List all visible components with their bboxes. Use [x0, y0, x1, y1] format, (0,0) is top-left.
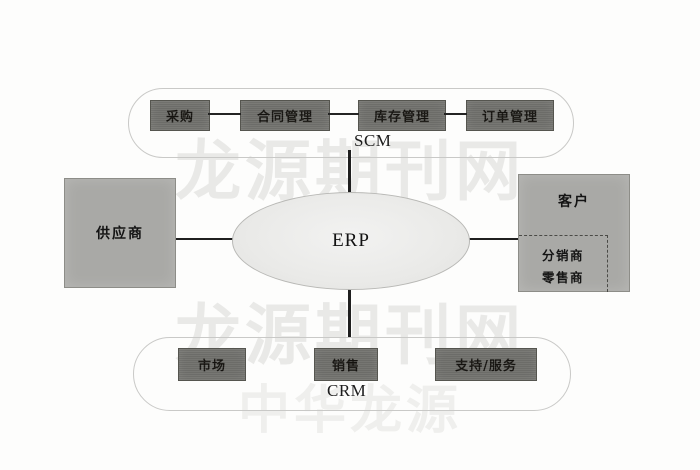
connector-contract-to-inventory: [328, 113, 359, 115]
erp-core-ellipse[interactable]: ERP: [232, 192, 470, 290]
connector-procurement-to-contract: [208, 113, 241, 115]
supplier-entity-box[interactable]: 供应商: [64, 178, 176, 288]
scm-module-procurement-label: 采购: [165, 110, 194, 125]
supplier-label: 供应商: [96, 226, 144, 242]
customer-entity-box[interactable]: 客户 分销商 零售商: [518, 174, 630, 292]
scm-module-contract-management[interactable]: 合同管理: [240, 100, 330, 131]
crm-module-sales[interactable]: 销售: [314, 348, 378, 381]
customer-channel-distributor-label: 分销商: [541, 247, 584, 263]
scm-module-procurement[interactable]: 采购: [150, 100, 210, 131]
scm-module-inventory-management-label: 库存管理: [373, 110, 430, 125]
scm-module-order-management[interactable]: 订单管理: [466, 100, 554, 131]
crm-module-market-label: 市场: [197, 359, 226, 374]
connector-inventory-to-order: [444, 113, 467, 115]
customer-channel-retailer-label: 零售商: [541, 269, 584, 285]
scm-module-inventory-management[interactable]: 库存管理: [358, 100, 446, 131]
scm-module-order-management-label: 订单管理: [481, 110, 538, 125]
crm-group-label: CRM: [327, 381, 367, 400]
connector-supplier-to-erp: [174, 238, 238, 241]
crm-module-support-service-label: 支持/服务: [455, 359, 517, 374]
customer-label: 客户: [558, 194, 590, 210]
customer-channel-subgroup: 分销商 零售商: [519, 235, 608, 292]
scm-module-contract-management-label: 合同管理: [256, 110, 313, 125]
connector-erp-to-customer: [462, 238, 520, 241]
erp-core-label: ERP: [332, 230, 370, 251]
scm-group-label: SCM: [354, 131, 392, 150]
crm-group-capsule: [133, 337, 571, 411]
connector-scm-to-erp: [348, 150, 351, 194]
scm-group-capsule: [128, 88, 574, 158]
crm-module-support-service[interactable]: 支持/服务: [435, 348, 537, 381]
crm-module-sales-label: 销售: [331, 359, 360, 374]
crm-module-market[interactable]: 市场: [178, 348, 246, 381]
connector-erp-to-crm: [348, 286, 351, 338]
